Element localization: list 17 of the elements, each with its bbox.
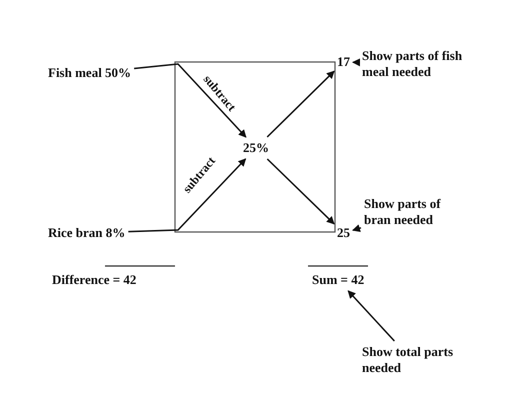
note-text: Show parts of fish meal needed	[362, 48, 468, 80]
result-number: 17	[337, 54, 350, 70]
result-number: 25	[337, 225, 350, 241]
arrow	[128, 158, 246, 232]
ingredient-label: Rice bran 8%	[48, 225, 126, 241]
difference-text: Difference = 42	[52, 272, 136, 288]
arrow	[352, 224, 362, 232]
note-text: Show parts of bran needed	[364, 196, 464, 228]
arrow	[266, 158, 335, 224]
sum-text: Sum = 42	[312, 272, 364, 288]
target-value: 25%	[243, 140, 269, 156]
arrow	[352, 58, 360, 66]
note-text: Show total parts needed	[362, 344, 462, 376]
ingredient-label: Fish meal 50%	[48, 65, 132, 81]
arrow	[348, 290, 395, 342]
arrow	[266, 70, 335, 138]
arrow	[134, 63, 246, 138]
